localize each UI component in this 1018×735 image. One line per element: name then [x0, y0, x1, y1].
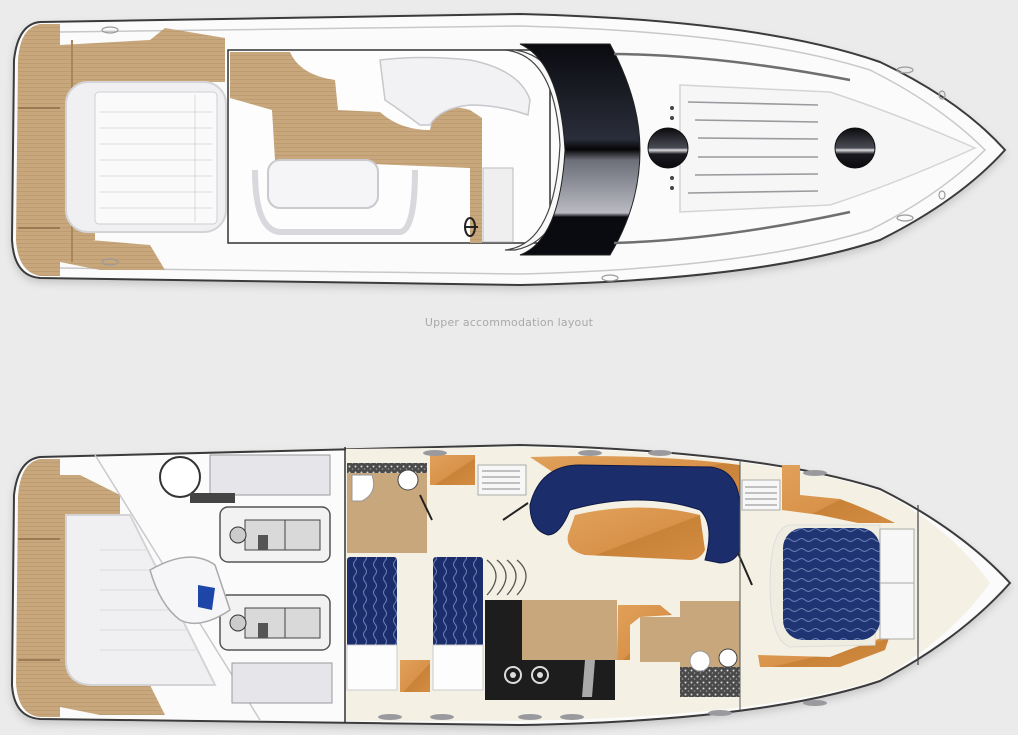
- bedside-table: [400, 660, 430, 692]
- cockpit-table: [267, 159, 379, 209]
- aft-teak-walkway-top: [60, 28, 225, 95]
- toilet-icon: [689, 650, 711, 672]
- master-cabin-bed: [783, 528, 880, 640]
- galley-wood-trim: [617, 605, 672, 660]
- deck-hatch-aft: [647, 127, 689, 169]
- deck-hatch-forward: [834, 127, 876, 169]
- engine-icon: [219, 594, 331, 651]
- aft-cabin-bed-port: [347, 557, 397, 647]
- cockpit-seating-curve: [379, 56, 531, 126]
- companionway-stairs: [486, 559, 527, 596]
- sunpad-stripes: [687, 101, 819, 194]
- upper-deck-plan: [10, 12, 1007, 287]
- engine-icon: [219, 506, 331, 563]
- toilet-icon: [351, 474, 375, 502]
- washbasin-icon: [397, 469, 419, 491]
- aft-sunbed-partial: [65, 514, 217, 686]
- windscreen: [519, 43, 641, 256]
- upper-deck-caption: Upper accommodation layout: [424, 316, 594, 329]
- galley-sink-icon: [582, 660, 595, 697]
- washbasin-icon: [718, 648, 738, 668]
- master-cabin-cabinetry-bottom: [758, 635, 890, 667]
- aft-cabin-bed-starboard: [433, 557, 483, 647]
- lower-deck-plan: [10, 443, 1012, 727]
- aft-cabin-port: [347, 463, 433, 553]
- engine-room-tank-top: [209, 454, 331, 496]
- engine-room-tank-bottom: [231, 662, 333, 704]
- galley-hob-icon: [504, 666, 549, 684]
- saloon-settee: [529, 464, 741, 564]
- aft-teak-walkway-bottom: [60, 205, 165, 270]
- saloon-table: [567, 507, 705, 560]
- foredeck-sunpad: [679, 84, 977, 213]
- master-cabin-cabinetry-top: [782, 465, 895, 523]
- portholes: [378, 450, 827, 720]
- cockpit-teak-floor: [230, 52, 482, 243]
- helm-console: [482, 167, 514, 243]
- tank-cylinder: [159, 456, 201, 498]
